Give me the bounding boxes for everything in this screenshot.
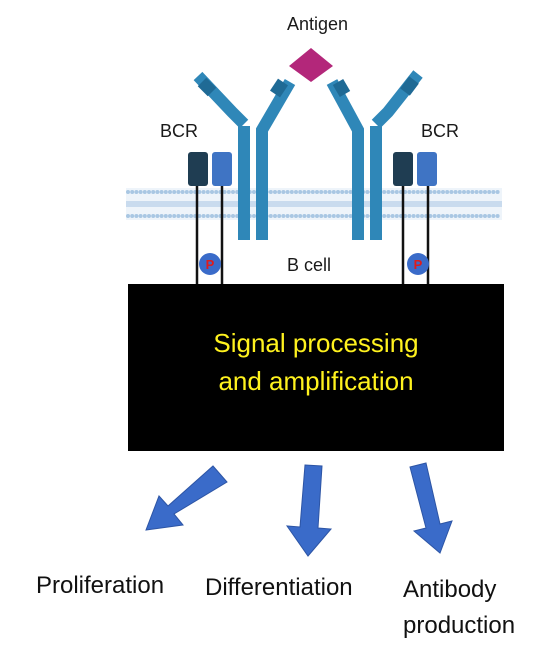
bcr-right-label: BCR xyxy=(421,121,460,141)
phospho-right-label: P xyxy=(414,257,423,272)
arrow-middle-icon xyxy=(285,464,333,557)
antibody-right-icon xyxy=(326,70,423,240)
phospho-right-icon xyxy=(407,253,429,275)
outcome-differentiation: Differentiation xyxy=(205,574,353,601)
outcome-antibody-production: Antibody production xyxy=(403,576,516,639)
phospho-left-icon xyxy=(199,253,221,275)
arrow-left-icon xyxy=(145,465,228,531)
signal-processing-box: Signal processing and amplification xyxy=(128,284,504,451)
bcr-left-label: BCR xyxy=(160,121,199,141)
bcr-right-icon xyxy=(393,152,437,284)
b-cell-label: B cell xyxy=(287,255,332,275)
bcr-left-icon xyxy=(188,152,232,284)
antigen-label: Antigen xyxy=(287,14,349,34)
antigen-icon xyxy=(289,48,333,82)
antibody-left-icon xyxy=(193,71,296,240)
arrow-right-icon xyxy=(409,462,453,554)
membrane-icon xyxy=(126,188,502,220)
outcome-proliferation: Proliferation xyxy=(36,572,165,599)
phospho-left-label: P xyxy=(206,257,215,272)
signal-processing-text: Signal processing and amplification xyxy=(213,328,419,396)
